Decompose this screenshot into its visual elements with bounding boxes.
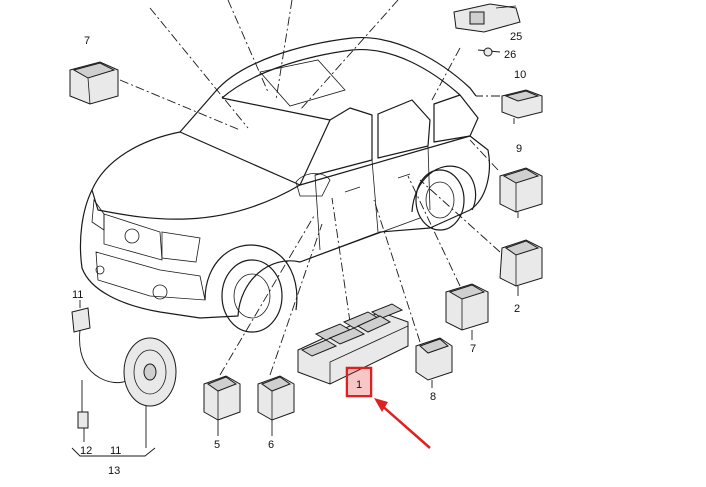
callout-26: 26 [504, 49, 516, 61]
part-13-speaker-assembly [71, 307, 177, 457]
part-5-switch [203, 375, 241, 421]
part-7-switch-lower [445, 283, 489, 331]
callout-9: 9 [516, 143, 522, 155]
part-8-switch [415, 337, 453, 381]
callout-25: 25 [510, 31, 522, 43]
callout-7-top: 7 [84, 35, 90, 47]
part-9-switch [499, 167, 543, 213]
callout-10: 10 [514, 69, 526, 81]
part-26-screw [477, 47, 501, 57]
part-2-switch [499, 239, 543, 287]
part-7-switch-top [69, 61, 119, 105]
part-6-switch [257, 375, 295, 421]
callout-2: 2 [514, 303, 520, 315]
callout-6: 6 [268, 439, 274, 451]
pointer-arrow [374, 398, 431, 449]
callout-5: 5 [214, 439, 220, 451]
callout-11-top: 11 [72, 289, 83, 301]
callout-11-bottom: 11 [110, 445, 121, 457]
callout-12: 12 [80, 445, 92, 457]
vehicle-outline [79, 37, 491, 333]
leader-lines [119, 0, 501, 376]
highlight-box [345, 366, 373, 398]
callout-stems [79, 118, 519, 448]
callout-13: 13 [108, 465, 120, 477]
callout-7-lower: 7 [470, 343, 476, 355]
part-10-switch [501, 89, 543, 119]
callout-1: 1 [356, 379, 362, 391]
callout-labels: 25 26 7 10 9 2 7 8 1 11 12 11 13 5 6 [72, 31, 526, 477]
callout-8: 8 [430, 391, 436, 403]
part-1-master-switch [297, 303, 409, 385]
part-25-module [453, 3, 521, 33]
